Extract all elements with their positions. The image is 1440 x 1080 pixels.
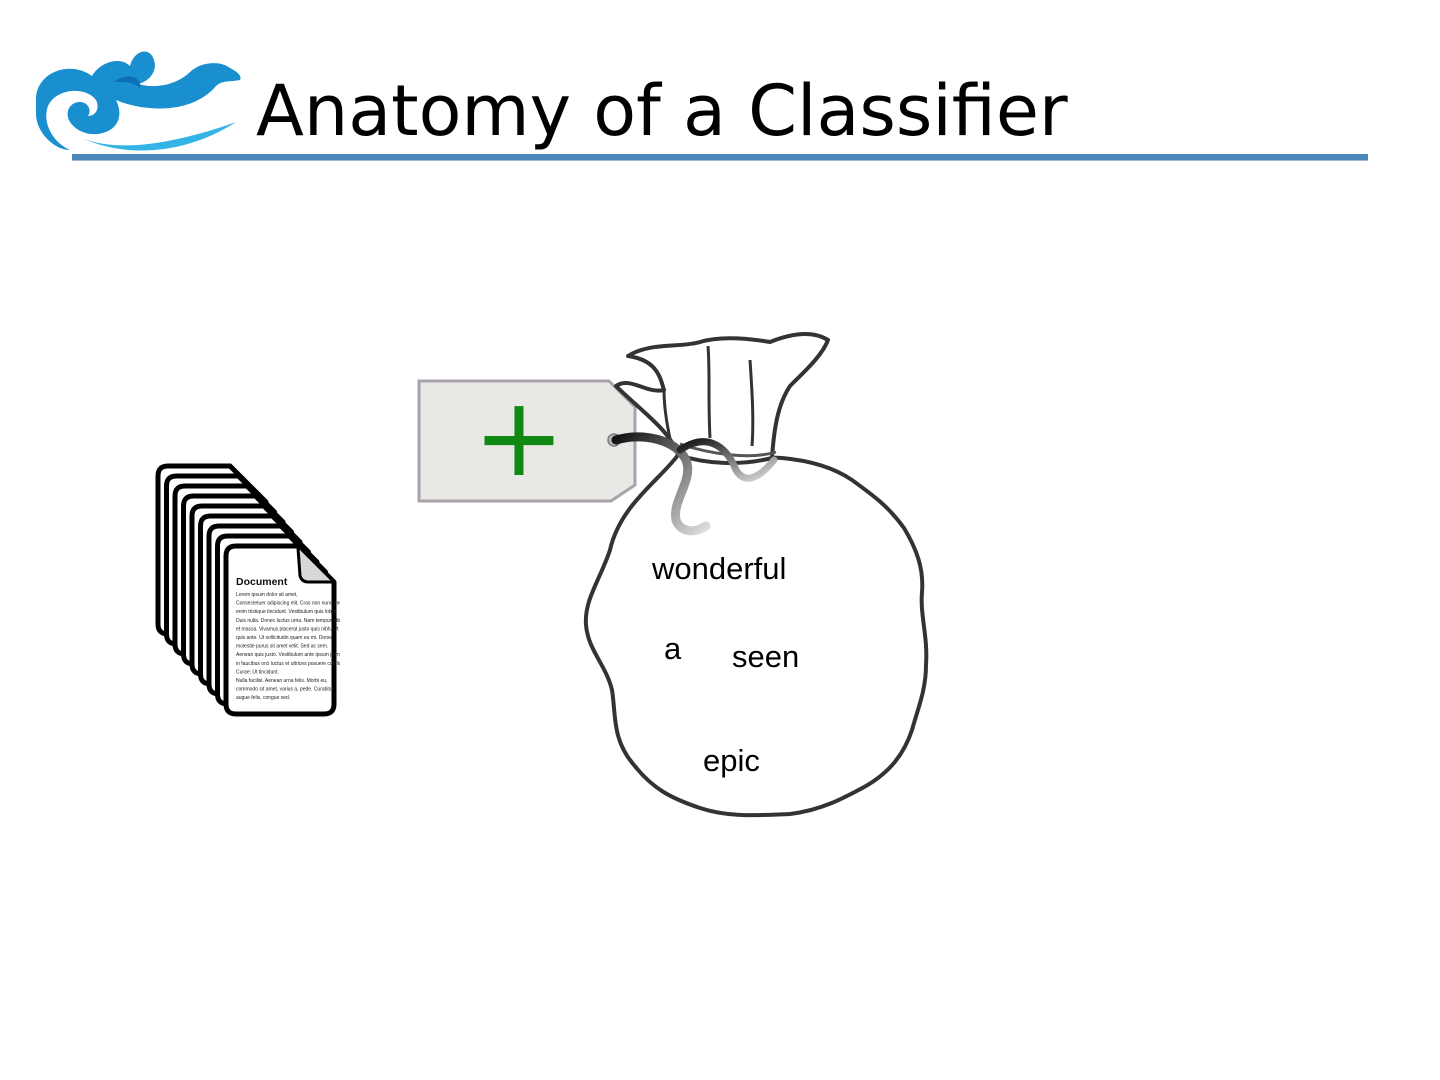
document-body-line: molestie purus sit amet velit. Sed ac se… xyxy=(236,644,328,650)
document-body-line: enim tristique tincidunt. Vestibulum qui… xyxy=(236,609,337,615)
logo-main-shape xyxy=(36,51,241,150)
title-underline xyxy=(72,154,1368,161)
document-body-line: Curae; Ut tincidunt. xyxy=(236,669,279,675)
bag-word-wonderful: wonderful xyxy=(652,551,787,586)
bag-fold-line xyxy=(748,359,755,447)
logo-curl-shape xyxy=(114,76,141,88)
bag-word-seen: seen xyxy=(732,639,800,674)
tag-string xyxy=(611,432,711,536)
wave-dog-logo-icon xyxy=(36,51,241,151)
plus-icon: + xyxy=(473,375,565,501)
document-body-line: Consectetuer adipiscing elit. Cras non n… xyxy=(236,601,340,607)
document-body-line: Aenean quis justo. Vestibulum ante ipsum… xyxy=(236,652,340,658)
document-heading: Document xyxy=(236,576,288,588)
document-body-line: augue felis, congue sed. xyxy=(236,695,290,701)
tag-body xyxy=(417,379,637,503)
document-body-line: et massa. Vivamus placerat justo quis ni… xyxy=(236,626,339,632)
document-fold xyxy=(296,547,332,584)
bag-word-a: a xyxy=(664,631,682,666)
document-body-text: Lorem ipsum dolor sit amet, Consectetuer … xyxy=(236,592,340,701)
slide-title: Anatomy of a Classifier xyxy=(256,70,1068,152)
label-tag: + xyxy=(417,375,637,503)
document-body-line: Duis nulla. Donec luctus urna. Nam tempu… xyxy=(236,618,340,624)
bag-of-words-icon xyxy=(583,332,929,818)
tag-string xyxy=(676,438,778,482)
bag-fold-line xyxy=(706,345,712,439)
document-body-line: quis ante. Ut sollicitudin quam eu mi. D… xyxy=(236,635,334,641)
bag-body xyxy=(583,453,929,818)
document-sheet xyxy=(223,543,337,717)
bag-word-epic: epic xyxy=(703,743,760,778)
document-body-line: commodo sit amet, varius a, pede. Curabi… xyxy=(236,687,335,693)
document-body-line: Lorem ipsum dolor sit amet, xyxy=(236,592,298,598)
bag-neck xyxy=(614,332,830,465)
document-body-line: in faucibus orci luctus et ultrices posu… xyxy=(236,661,340,667)
document-stack-icon: Document Lorem ipsum dolor sit amet, Cons… xyxy=(155,463,340,717)
logo-wave-shape xyxy=(82,122,236,151)
document-stack xyxy=(155,463,337,717)
document-body-line: Nulla facilisi. Aenean urna felis. Morbi… xyxy=(236,678,327,684)
front-document: Document Lorem ipsum dolor sit amet, Cons… xyxy=(236,576,340,701)
